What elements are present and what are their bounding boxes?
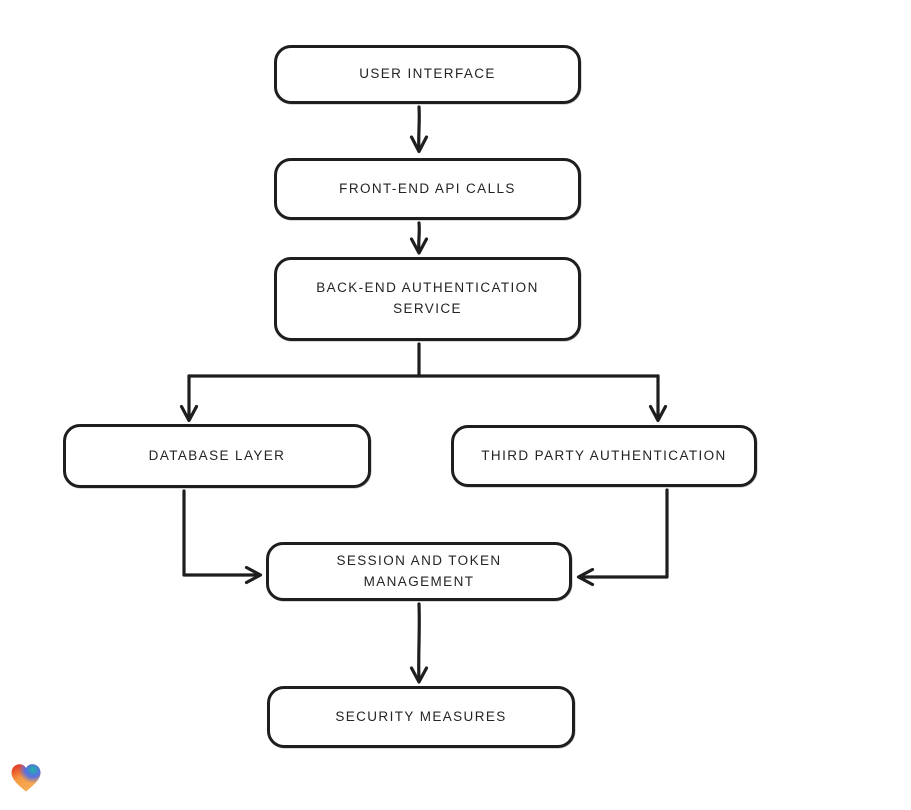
node-front-end-api-calls: FRONT-END API CALLS [274,158,581,220]
arrow-front-end-to-back-end [409,221,429,255]
node-back-end-authentication-service-label: BACK-END AUTHENTICATION SERVICE [316,280,539,316]
node-session-and-token-management: SESSION AND TOKEN MANAGEMENT [266,542,572,601]
arrow-user-interface-to-front-end [409,105,429,154]
node-user-interface-label: USER INTERFACE [359,66,496,82]
node-database-layer: DATABASE LAYER [63,424,371,488]
heart-icon [11,764,41,792]
node-security-measures-label: SECURITY MEASURES [335,708,507,724]
node-third-party-authentication: THIRD PARTY AUTHENTICATION [451,425,757,487]
node-back-end-authentication-service: BACK-END AUTHENTICATION SERVICE [274,257,581,341]
node-front-end-api-calls-label: FRONT-END API CALLS [339,180,516,196]
arrow-database-to-session [182,489,263,585]
gradient-heart-logo[interactable] [8,760,44,796]
node-security-measures: SECURITY MEASURES [267,686,575,748]
node-third-party-authentication-label: THIRD PARTY AUTHENTICATION [481,447,727,463]
arrow-back-end-branch [179,342,668,423]
arrow-third-party-to-session [576,488,669,587]
node-session-and-token-management-label: SESSION AND TOKEN MANAGEMENT [336,552,502,589]
node-database-layer-label: DATABASE LAYER [148,447,286,463]
arrow-session-to-security [409,602,429,684]
node-user-interface: USER INTERFACE [274,45,581,104]
